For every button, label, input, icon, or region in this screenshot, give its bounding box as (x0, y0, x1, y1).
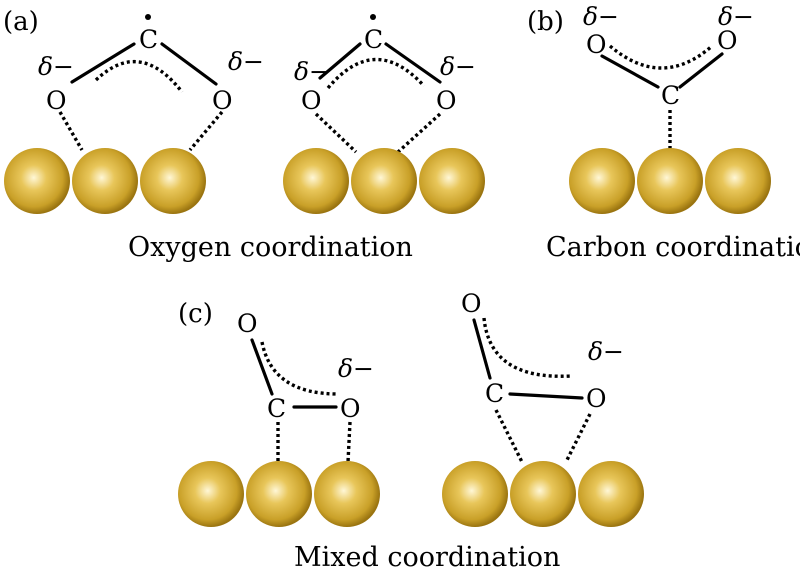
metal-surface (178, 461, 380, 527)
metal-atom (283, 148, 349, 214)
metal-atom (351, 148, 417, 214)
carbon-atom: C (139, 25, 158, 54)
partial-charge-label: δ− (228, 47, 264, 76)
carbon-atom: C (364, 25, 383, 54)
molecule-c1: O δ− C O (237, 309, 374, 463)
single-bond (472, 318, 492, 380)
coordination-bond (346, 421, 352, 463)
molecule-a1: C O O δ− δ− (38, 14, 264, 152)
partial-charge-label: δ− (294, 57, 330, 86)
metal-atom (4, 148, 70, 214)
metal-atom (510, 461, 576, 527)
oxygen-atom: O (212, 86, 233, 115)
oxygen-atom: O (436, 86, 457, 115)
partial-charge-label: δ− (588, 337, 624, 366)
metal-atom (246, 461, 312, 527)
carbon-atom: C (267, 394, 286, 423)
partial-charge-label: δ− (338, 354, 374, 383)
panel-c-caption: Mixed coordination (294, 542, 560, 573)
partial-charge-label: δ− (718, 2, 754, 31)
metal-atom (419, 148, 485, 214)
delocalized-bond (260, 341, 339, 396)
metal-atom (705, 148, 771, 214)
single-bond (678, 52, 724, 89)
molecule-c2: O δ− C O (461, 289, 624, 463)
oxygen-atom: O (340, 394, 361, 423)
metal-atom (72, 148, 138, 214)
panel-c-label: (c) (178, 299, 213, 329)
coordination-bond (58, 111, 84, 151)
coordination-bond (188, 110, 224, 152)
delocalized-bond (608, 44, 714, 70)
coordination-bond (314, 112, 358, 154)
metal-surface (4, 148, 206, 214)
metal-atom (569, 148, 635, 214)
partial-charge-label: δ− (583, 2, 619, 31)
molecule-b: δ− δ− O O C (583, 2, 754, 150)
oxygen-atom: O (237, 309, 258, 338)
single-bond (600, 54, 660, 89)
delocalized-bond (482, 317, 571, 378)
metal-atom (578, 461, 644, 527)
single-bond (250, 338, 274, 396)
coordination-bond (396, 112, 442, 154)
metal-atom (178, 461, 244, 527)
panel-b-label: (b) (527, 7, 564, 37)
delocalized-bond (94, 59, 184, 94)
coordination-bond (494, 409, 524, 463)
metal-atom (442, 461, 508, 527)
partial-charge-label: δ− (440, 52, 476, 81)
panel-a-label: (a) (3, 7, 39, 37)
partial-charge-label: δ− (38, 52, 74, 81)
coordination-bond (564, 413, 592, 463)
single-bond (508, 392, 584, 400)
single-bond (160, 42, 218, 86)
oxygen-atom: O (301, 86, 322, 115)
metal-atom (637, 148, 703, 214)
carbon-atom: C (485, 379, 504, 408)
oxygen-atom: O (461, 289, 482, 318)
oxygen-atom: O (46, 86, 67, 115)
oxygen-atom: O (717, 26, 738, 55)
metal-surface (442, 461, 644, 527)
radical-dot (370, 14, 376, 20)
metal-surface (569, 148, 771, 214)
radical-dot (145, 14, 151, 20)
single-bond (384, 42, 442, 84)
panel-a-caption: Oxygen coordination (128, 232, 413, 263)
metal-surface (283, 148, 485, 214)
single-bond (70, 42, 136, 84)
panel-b-caption: Carbon coordination (546, 232, 800, 263)
metal-atom (314, 461, 380, 527)
delocalized-bond (326, 57, 426, 90)
carbon-atom: C (661, 81, 680, 110)
oxygen-atom: O (586, 384, 607, 413)
metal-atom (140, 148, 206, 214)
oxygen-atom: O (586, 30, 607, 59)
molecule-a2: C O O δ− δ− (294, 14, 476, 154)
single-bond (318, 42, 362, 80)
